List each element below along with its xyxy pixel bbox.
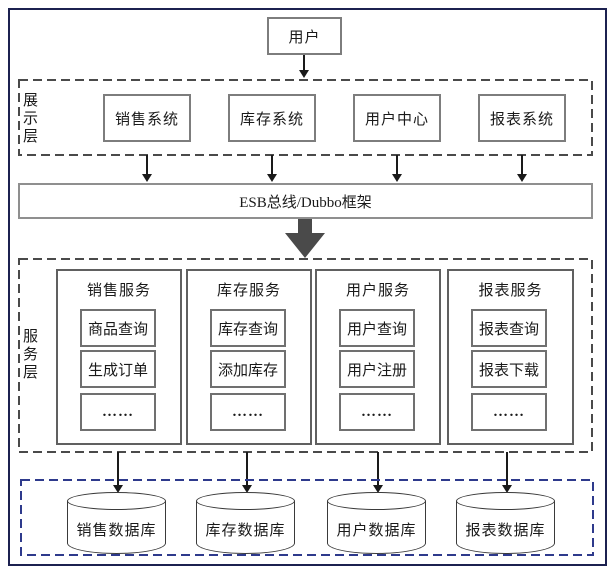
sales-service-title: 销售服务 (86, 283, 151, 299)
sales-database-cylinder: 销售数据库 (67, 492, 166, 554)
arrow-report-to-db-icon (502, 452, 512, 493)
arrow-sales-to-db-icon (113, 452, 123, 493)
inventory-system-box: 库存系统 (228, 94, 316, 142)
report-system-label: 报表系统 (489, 111, 554, 128)
sales-system-label: 销售系统 (114, 111, 179, 128)
cylinder-top-icon (67, 492, 166, 510)
inventory-database-cylinder: 库存数据库 (196, 492, 295, 554)
service-item-box: 用户查询 (339, 309, 415, 347)
data-layer-box (20, 479, 594, 556)
esb-bus-label: ESB总线/Dubbo框架 (239, 194, 372, 211)
arrow-inventory-to-esb-icon (267, 155, 277, 182)
service-item-box: …… (210, 393, 286, 431)
arrow-sales-to-esb-icon (142, 155, 152, 182)
inventory-service-group: 库存服务 库存查询 添加库存 …… (186, 269, 312, 445)
arrow-inventory-to-db-icon (242, 452, 252, 493)
report-database-cylinder: 报表数据库 (456, 492, 555, 554)
cylinder-top-icon (456, 492, 555, 510)
big-down-arrow-icon (285, 219, 325, 258)
service-item-box: …… (471, 393, 547, 431)
sales-service-group: 销售服务 商品查询 生成订单 …… (56, 269, 182, 445)
report-service-title: 报表服务 (478, 283, 543, 299)
user-box: 用户 (267, 17, 342, 55)
user-center-label: 用户中心 (364, 111, 429, 128)
esb-bus-bar: ESB总线/Dubbo框架 (18, 183, 593, 219)
arrow-usercenter-to-esb-icon (392, 155, 402, 182)
inventory-service-title: 库存服务 (216, 283, 281, 299)
cylinder-top-icon (196, 492, 295, 510)
sales-system-box: 销售系统 (103, 94, 191, 142)
report-service-group: 报表服务 报表查询 报表下载 …… (447, 269, 574, 445)
user-box-label: 用户 (288, 29, 321, 46)
arrow-report-to-esb-icon (517, 155, 527, 182)
arrow-user-to-db-icon (373, 452, 383, 493)
user-center-box: 用户中心 (353, 94, 441, 142)
service-item-box: 商品查询 (80, 309, 156, 347)
service-item-box: …… (80, 393, 156, 431)
service-item-box: 生成订单 (80, 350, 156, 388)
service-layer-box (18, 258, 593, 453)
diagram-outer-frame (8, 8, 607, 566)
service-item-box: …… (339, 393, 415, 431)
service-item-box: 添加库存 (210, 350, 286, 388)
service-item-box: 报表查询 (471, 309, 547, 347)
report-database-label: 报表数据库 (465, 523, 546, 539)
presentation-layer-label: 展示层 (21, 92, 37, 146)
service-item-box: 库存查询 (210, 309, 286, 347)
user-database-label: 用户数据库 (336, 523, 417, 539)
service-item-box: 报表下载 (471, 350, 547, 388)
cylinder-top-icon (327, 492, 426, 510)
sales-database-label: 销售数据库 (76, 523, 157, 539)
presentation-layer-box (18, 79, 593, 156)
inventory-database-label: 库存数据库 (205, 523, 286, 539)
service-item-box: 用户注册 (339, 350, 415, 388)
report-system-box: 报表系统 (478, 94, 566, 142)
user-service-title: 用户服务 (345, 283, 410, 299)
user-service-group: 用户服务 用户查询 用户注册 …… (315, 269, 441, 445)
inventory-system-label: 库存系统 (239, 111, 304, 128)
service-layer-label: 服务层 (21, 328, 37, 382)
user-database-cylinder: 用户数据库 (327, 492, 426, 554)
arrow-user-to-presentation-icon (299, 55, 309, 78)
